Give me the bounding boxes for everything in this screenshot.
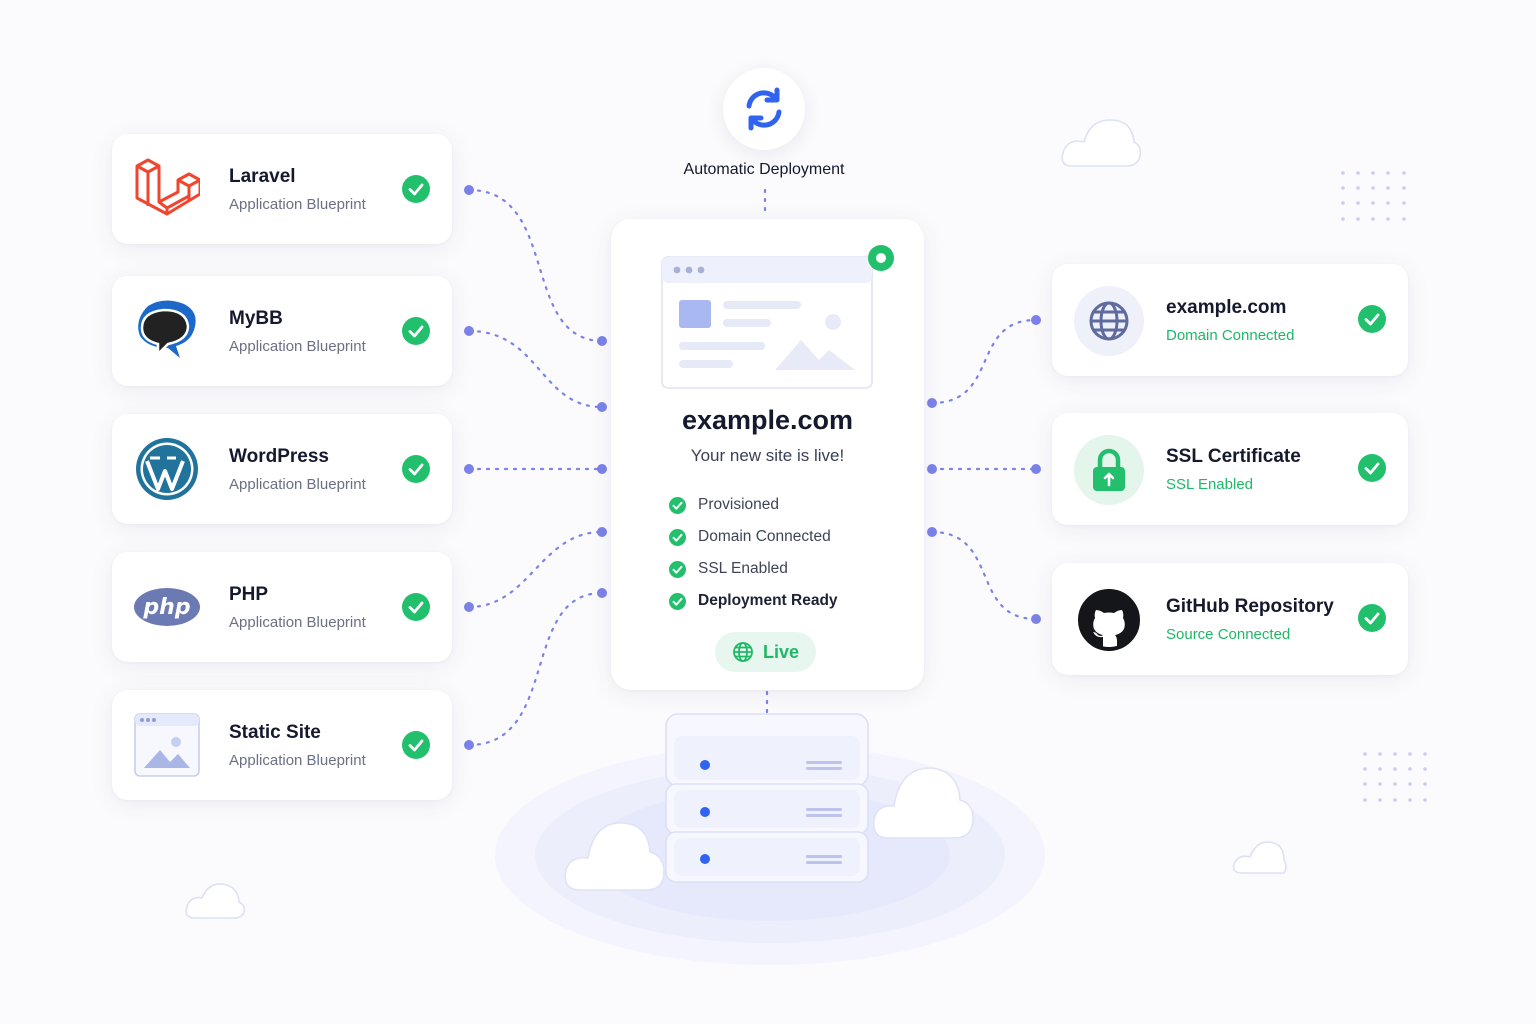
node-dot: [927, 527, 937, 537]
node-dot: [597, 588, 607, 598]
php-logo-icon: php: [134, 574, 200, 640]
node-dot: [464, 602, 474, 612]
site-domain: example.com: [681, 405, 854, 435]
blueprint-name: MyBB: [229, 308, 283, 329]
node-dot: [597, 527, 607, 537]
integration-subtitle: Domain Connected: [1166, 327, 1295, 344]
connector-php: [467, 530, 604, 609]
blueprint-name: WordPress: [229, 446, 329, 467]
automatic-deployment-label: Automatic Deployment: [683, 161, 845, 178]
integration-name: example.com: [1166, 297, 1287, 318]
integration-card-domain[interactable]: example.com Domain Connected: [1052, 264, 1408, 376]
check-icon: [402, 455, 430, 483]
step-label: Deployment Ready: [698, 592, 838, 609]
check-icon: [402, 731, 430, 759]
connector-mybb: [467, 329, 604, 409]
step-ssl-enabled: SSL Enabled: [669, 559, 788, 579]
site-deployment-card: example.com Your new site is live! Provi…: [611, 219, 924, 690]
node-dot: [464, 185, 474, 195]
check-icon: [1358, 305, 1386, 333]
svg-text:php: php: [142, 595, 190, 620]
check-icon: [669, 528, 686, 546]
node-dot: [597, 402, 607, 412]
blueprint-card-php[interactable]: php PHP Application Blueprint: [112, 552, 452, 662]
node-dot: [464, 740, 474, 750]
live-status-badge[interactable]: Live: [715, 632, 816, 672]
check-icon: [1358, 604, 1386, 632]
live-status-label: Live: [762, 641, 800, 662]
automatic-deployment-icon: [723, 68, 805, 150]
server-unit: [665, 783, 869, 835]
blueprint-subtitle: Application Blueprint: [229, 196, 366, 213]
step-provisioned: Provisioned: [669, 495, 779, 515]
check-icon: [402, 317, 430, 345]
step-domain-connected: Domain Connected: [669, 527, 831, 547]
integration-name: SSL Certificate: [1166, 446, 1301, 467]
node-dot: [1031, 464, 1041, 474]
static-site-icon: [134, 712, 200, 778]
step-deployment-ready: Deployment Ready: [669, 591, 838, 611]
mybb-logo-icon: [134, 298, 200, 364]
check-icon: [669, 496, 686, 514]
integration-subtitle: SSL Enabled: [1166, 476, 1254, 493]
node-dot: [1031, 315, 1041, 325]
refresh-icon: [746, 87, 782, 131]
cloud-decoration: [1061, 119, 1142, 167]
blueprint-card-static-site[interactable]: Static Site Application Blueprint: [112, 690, 452, 800]
cloud-decoration: [1232, 841, 1287, 874]
node-dot: [927, 464, 937, 474]
lock-icon: [1074, 435, 1144, 505]
check-icon: [669, 560, 686, 578]
blueprint-card-wordpress[interactable]: WordPress Application Blueprint: [112, 414, 452, 524]
node-dot: [927, 398, 937, 408]
browser-window-illustration: [661, 256, 873, 389]
connector-domain: [930, 318, 1038, 405]
check-icon: [402, 175, 430, 203]
node-dot: [597, 464, 607, 474]
blueprint-name: PHP: [229, 584, 269, 605]
step-label: Provisioned: [698, 496, 779, 513]
integration-card-github[interactable]: GitHub Repository Source Connected: [1052, 563, 1408, 675]
dot-grid-bottom-right: [1363, 752, 1427, 802]
blueprint-name: Static Site: [229, 722, 321, 743]
blueprint-card-mybb[interactable]: MyBB Application Blueprint: [112, 276, 452, 386]
server-stack-illustration: [495, 713, 1045, 965]
site-live-message: Your new site is live!: [690, 446, 845, 465]
integration-subtitle: Source Connected: [1166, 626, 1291, 643]
cloud-left: [564, 822, 665, 891]
node-dot: [464, 326, 474, 336]
cloud-decoration: [185, 883, 246, 919]
integration-card-ssl[interactable]: SSL Certificate SSL Enabled: [1052, 413, 1408, 525]
blueprint-subtitle: Application Blueprint: [229, 614, 366, 631]
connector-laravel: [467, 188, 604, 343]
globe-icon: [733, 642, 753, 662]
node-dot: [597, 336, 607, 346]
blueprint-subtitle: Application Blueprint: [229, 476, 366, 493]
step-label: Domain Connected: [698, 528, 831, 545]
cloud-right: [872, 767, 974, 839]
check-icon: [402, 593, 430, 621]
blueprint-subtitle: Application Blueprint: [229, 338, 366, 355]
node-dot: [464, 464, 474, 474]
blueprint-name: Laravel: [229, 166, 296, 187]
blueprint-subtitle: Application Blueprint: [229, 752, 366, 769]
server-unit: [665, 831, 869, 883]
blueprint-card-laravel[interactable]: Laravel Application Blueprint: [112, 134, 452, 244]
laravel-logo-icon: [134, 156, 202, 222]
server-unit: [665, 713, 869, 787]
integration-name: GitHub Repository: [1166, 596, 1334, 617]
globe-icon: [1074, 286, 1144, 356]
node-dot: [1031, 614, 1041, 624]
github-icon: [1074, 585, 1144, 655]
wordpress-logo-icon: [134, 436, 200, 502]
check-icon: [669, 592, 686, 610]
check-icon: [1358, 454, 1386, 482]
step-label: SSL Enabled: [698, 560, 788, 577]
connector-static: [467, 591, 604, 747]
online-status-icon: [867, 244, 895, 272]
dot-grid-top-right: [1341, 171, 1406, 221]
connector-github: [930, 530, 1038, 621]
